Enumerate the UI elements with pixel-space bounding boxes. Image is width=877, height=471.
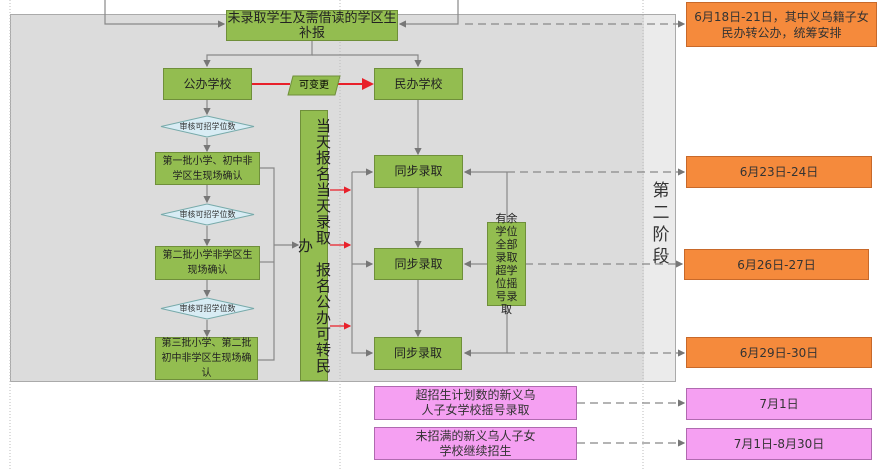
pink-date-box-1: 7月1日 (686, 388, 872, 420)
review-diamond-1: 审核可招学位数 (160, 115, 255, 138)
date-box-4: 6月29日-30日 (686, 337, 872, 368)
public-school-box: 公办学校 (163, 68, 252, 100)
review-label: 审核可招学位数 (179, 210, 236, 219)
stage-label-region (644, 15, 675, 381)
date-box-1: 6月18日-21日，其中义乌籍子女民办转公办，统筹安排 (686, 2, 877, 47)
lottery-box: 超招生计划数的新义乌人子女学校摇号录取 (374, 386, 577, 420)
continue-enrollment-box: 未招满的新义乌人子女学校继续招生 (374, 427, 577, 460)
remaining-seats-box: 有余学位全部录取超学位摇号录取 (487, 212, 526, 316)
sync-admit-box-3: 同步录取 (374, 337, 462, 370)
unadmitted-students-box: 未录取学生及需借读的学区生补报 (226, 10, 398, 41)
stage-two-label: 第二阶段 (652, 181, 670, 267)
private-school-box: 民办学校 (374, 68, 463, 100)
sync-admit-box-2: 同步录取 (374, 248, 463, 280)
review-label: 审核可招学位数 (179, 304, 236, 313)
review-label: 审核可招学位数 (179, 122, 236, 131)
stage-region (10, 14, 676, 382)
batch-3-box: 第三批小学、第二批初中非学区生现场确认 (155, 337, 258, 380)
same-day-label: 当天报名当天录取 报名公办可转民办 (296, 117, 332, 374)
pink-date-box-2: 7月1日-8月30日 (686, 428, 872, 460)
batch-2-box: 第二批小学非学区生现场确认 (155, 246, 260, 280)
date-box-2: 6月23日-24日 (686, 156, 872, 188)
changeable-parallelogram: 可变更 (287, 75, 341, 96)
review-diamond-2: 审核可招学位数 (160, 203, 255, 226)
batch-1-box: 第一批小学、初中非学区生现场确认 (155, 152, 260, 185)
date-box-3: 6月26日-27日 (684, 249, 869, 280)
sync-admit-box-1: 同步录取 (374, 155, 463, 188)
same-day-box: 当天报名当天录取 报名公办可转民办 (296, 110, 332, 381)
review-diamond-3: 审核可招学位数 (160, 297, 255, 320)
changeable-label: 可变更 (299, 80, 329, 91)
